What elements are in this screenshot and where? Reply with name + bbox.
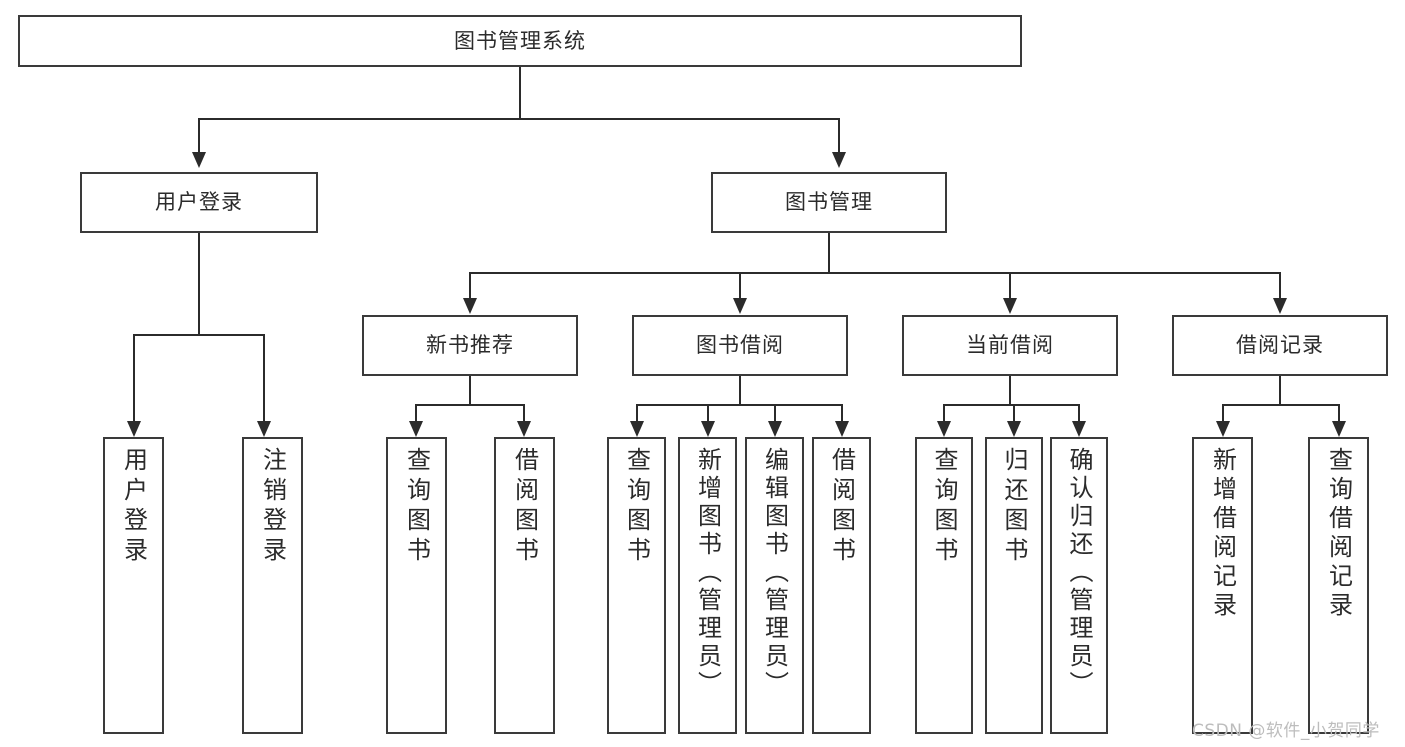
connector-book-borrow-drop-4 [841,404,843,421]
leaf-label: 借阅图书 [510,447,539,567]
connector-book-borrow-bus [636,404,843,406]
leaf-current-borrow-query-book[interactable]: 查询图书 [915,437,973,734]
connector-new-book-stem [469,376,471,405]
arrowhead-to-borrow-record [1273,298,1287,314]
connector-new-book-drop-1 [415,404,417,421]
node-label: 用户登录 [155,190,243,214]
node-book-management[interactable]: 图书管理 [711,172,947,233]
arrowhead-user-login-leaf-1 [127,421,141,437]
connector-user-login-stem [198,233,200,335]
leaf-label: 用户登录 [119,447,148,567]
node-label: 图书借阅 [696,333,784,357]
arrowhead-book-borrow-leaf-1 [630,421,644,437]
node-new-book-recommend[interactable]: 新书推荐 [362,315,578,376]
arrowhead-to-user-login [192,152,206,168]
leaf-label: 查询图书 [622,447,651,567]
leaf-label: 查询图书 [402,447,431,567]
arrowhead-new-book-leaf-1 [409,421,423,437]
connector-new-book-bus [415,404,525,406]
connector-user-login-drop-2 [263,334,265,421]
arrowhead-to-new-book-recommend [463,298,477,314]
node-label: 图书管理 [785,190,873,214]
connector-book-borrow-stem [739,376,741,405]
connector-borrow-record-bus [1222,404,1340,406]
node-label: 图书管理系统 [454,28,586,53]
connector-book-borrow-drop-2 [707,404,709,421]
connector-book-management-stem [828,233,830,273]
leaf-borrow-record-query-record[interactable]: 查询借阅记录 [1308,437,1369,734]
connector-level3-drop-1 [469,272,471,298]
arrowhead-to-book-borrow [733,298,747,314]
connector-current-borrow-bus [943,404,1080,406]
arrowhead-book-borrow-leaf-3 [768,421,782,437]
leaf-book-borrow-edit-book-admin[interactable]: 编辑图书（管理员） [745,437,804,734]
leaf-label: 确认归还（管理员） [1065,447,1093,699]
arrowhead-borrow-record-leaf-1 [1216,421,1230,437]
leaf-user-login-login[interactable]: 用户登录 [103,437,164,734]
arrowhead-to-current-borrow [1003,298,1017,314]
leaf-new-book-query-book[interactable]: 查询图书 [386,437,447,734]
connector-root-drop-left [198,118,200,152]
leaf-borrow-record-add-record[interactable]: 新增借阅记录 [1192,437,1253,734]
leaf-label: 新增借阅记录 [1208,447,1237,621]
connector-level3-bus [469,272,1281,274]
connector-borrow-record-stem [1279,376,1281,405]
connector-level3-drop-4 [1279,272,1281,298]
leaf-label: 编辑图书（管理员） [760,447,789,699]
connector-user-login-drop-1 [133,334,135,421]
arrowhead-book-borrow-leaf-2 [701,421,715,437]
node-label: 当前借阅 [966,333,1054,357]
arrowhead-book-borrow-leaf-4 [835,421,849,437]
connector-current-borrow-drop-2 [1013,404,1015,421]
connector-root-drop-right [838,118,840,152]
node-user-login[interactable]: 用户登录 [80,172,318,233]
connector-current-borrow-stem [1009,376,1011,405]
leaf-book-borrow-borrow-book[interactable]: 借阅图书 [812,437,871,734]
node-label: 借阅记录 [1236,333,1324,357]
connector-user-login-bus [133,334,265,336]
leaf-book-borrow-query-book[interactable]: 查询图书 [607,437,666,734]
node-book-borrow[interactable]: 图书借阅 [632,315,848,376]
node-current-borrow[interactable]: 当前借阅 [902,315,1118,376]
node-borrow-record[interactable]: 借阅记录 [1172,315,1388,376]
leaf-label: 查询图书 [930,447,958,567]
arrowhead-user-login-leaf-2 [257,421,271,437]
connector-current-borrow-drop-3 [1078,404,1080,421]
leaf-label: 注销登录 [258,447,287,567]
arrowhead-current-borrow-leaf-1 [937,421,951,437]
leaf-label: 查询借阅记录 [1324,447,1353,621]
leaf-current-borrow-confirm-return-admin[interactable]: 确认归还（管理员） [1050,437,1108,734]
connector-book-borrow-drop-3 [774,404,776,421]
arrowhead-borrow-record-leaf-2 [1332,421,1346,437]
leaf-new-book-borrow-book[interactable]: 借阅图书 [494,437,555,734]
leaf-user-login-logout[interactable]: 注销登录 [242,437,303,734]
connector-borrow-record-drop-2 [1338,404,1340,421]
leaf-current-borrow-return-book[interactable]: 归还图书 [985,437,1043,734]
connector-new-book-drop-2 [523,404,525,421]
leaf-label: 借阅图书 [827,447,856,567]
leaf-label: 归还图书 [1000,447,1028,567]
arrowhead-current-borrow-leaf-2 [1007,421,1021,437]
connector-borrow-record-drop-1 [1222,404,1224,421]
node-label: 新书推荐 [426,333,514,357]
arrowhead-current-borrow-leaf-3 [1072,421,1086,437]
connector-root-stem [519,67,521,119]
arrowhead-to-book-management [832,152,846,168]
node-root-book-management-system[interactable]: 图书管理系统 [18,15,1022,67]
connector-root-bus [198,118,840,120]
connector-level3-drop-2 [739,272,741,298]
leaf-book-borrow-add-book-admin[interactable]: 新增图书（管理员） [678,437,737,734]
connector-current-borrow-drop-1 [943,404,945,421]
leaf-label: 新增图书（管理员） [693,447,722,699]
connector-level3-drop-3 [1009,272,1011,298]
arrowhead-new-book-leaf-2 [517,421,531,437]
connector-book-borrow-drop-1 [636,404,638,421]
